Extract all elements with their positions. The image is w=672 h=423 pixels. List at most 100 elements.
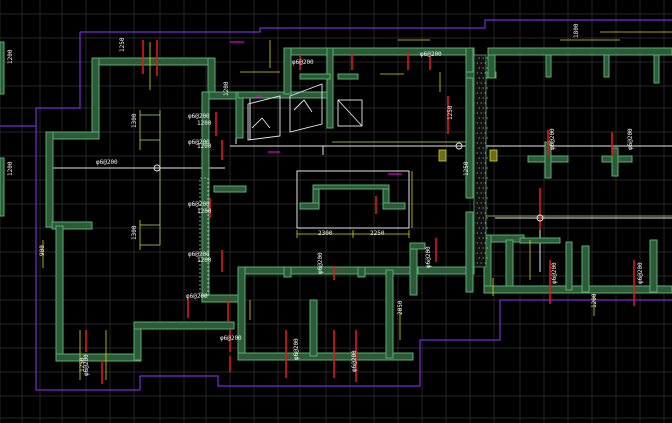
dimension-label: 1300 <box>131 225 138 240</box>
hatch-dot <box>486 257 488 259</box>
hatch-dot <box>476 182 478 184</box>
dimension-label: 1200 <box>223 81 230 96</box>
reference-lines <box>52 92 672 272</box>
hatch-dot <box>486 207 488 209</box>
hatch-dot <box>486 77 488 79</box>
hatch-dot <box>484 162 486 164</box>
hatch-dot <box>482 87 484 89</box>
hatch-dot <box>482 167 484 169</box>
hatch-dot <box>480 82 482 84</box>
hatch-dot <box>478 77 480 79</box>
hatch-dot <box>484 182 486 184</box>
hatch-dot <box>476 192 478 194</box>
hatch-dot <box>476 102 478 104</box>
hatch-dot <box>482 77 484 79</box>
dimension-label: 900 <box>39 245 46 256</box>
rebar-label: φ6@200 <box>188 251 210 258</box>
dimension-label: 2050 <box>397 300 404 315</box>
hatch-dot <box>486 147 488 149</box>
rebar-label: φ6@200 <box>637 262 644 284</box>
hatch-dot <box>486 187 488 189</box>
dimension-graphics <box>42 31 672 380</box>
guide-lines <box>140 110 672 246</box>
rebar-label: φ6@200 <box>425 246 432 268</box>
dimension-label: 2250 <box>370 230 385 237</box>
dimension-label: 1200 <box>197 120 212 127</box>
outer-boundary-line <box>0 19 672 391</box>
hatch-dot <box>480 222 482 224</box>
hatch-dot <box>478 217 480 219</box>
hatch-dot <box>478 157 480 159</box>
hatch-dot <box>486 87 488 89</box>
hatch-dot <box>486 197 488 199</box>
hatch-dot <box>480 212 482 214</box>
hatch-dot <box>480 252 482 254</box>
hatch-dot <box>480 122 482 124</box>
rebar-label: φ6@200 <box>551 262 558 284</box>
hatch-dot <box>482 217 484 219</box>
hatch-dot <box>480 242 482 244</box>
hatch-dot <box>486 157 488 159</box>
hatch-dot <box>476 132 478 134</box>
dimension-label: 1300 <box>131 113 138 128</box>
hatch-dot <box>476 202 478 204</box>
hatch-dot <box>478 117 480 119</box>
hatch-dot <box>476 62 478 64</box>
hatch-dot <box>482 97 484 99</box>
hatch-dot <box>480 232 482 234</box>
hatch-dot <box>476 212 478 214</box>
hatch-dot <box>476 172 478 174</box>
hatch-dot <box>480 142 482 144</box>
rebar-label: φ6@200 <box>188 113 210 120</box>
hatch-dot <box>478 67 480 69</box>
hatch-dot <box>476 262 478 264</box>
hatch-dot <box>486 67 488 69</box>
hatch-dot <box>484 242 486 244</box>
hatch-dot <box>484 72 486 74</box>
hatch-dot <box>478 147 480 149</box>
hatch-dot <box>478 247 480 249</box>
hatch-dot <box>486 227 488 229</box>
hatch-dot <box>478 87 480 89</box>
dimension-label: 1200 <box>7 49 14 64</box>
hatch-dot <box>476 252 478 254</box>
hatch-dot <box>478 187 480 189</box>
hatch-dot <box>480 102 482 104</box>
rebar-label: φ6@200 <box>186 293 208 300</box>
hatch-dot <box>484 192 486 194</box>
hatch-dot <box>484 252 486 254</box>
hatch-dot <box>480 262 482 264</box>
hatch-dot <box>486 117 488 119</box>
hatch-dot <box>484 232 486 234</box>
hatch-dot <box>476 232 478 234</box>
hatch-dot <box>476 222 478 224</box>
dimension-label: 1250 <box>79 357 86 372</box>
dimension-label: 1250 <box>119 37 126 52</box>
hatch-dot <box>476 142 478 144</box>
hatch-dot <box>478 97 480 99</box>
hatch-dot <box>478 227 480 229</box>
hatch-dot <box>476 162 478 164</box>
hatch-dot <box>486 57 488 59</box>
hatch-dot <box>476 92 478 94</box>
hatch-dot <box>484 152 486 154</box>
hatch-dot <box>480 62 482 64</box>
hatch-dot <box>482 127 484 129</box>
rebar-marks <box>85 40 635 384</box>
hatch-dot <box>482 237 484 239</box>
magenta-ticks <box>230 41 402 175</box>
hatch-dot <box>484 112 486 114</box>
hatch-dot <box>482 157 484 159</box>
dimension-label: 2300 <box>318 230 333 237</box>
dimension-label: 1800 <box>573 23 580 38</box>
hatch-dot <box>480 72 482 74</box>
hatch-dot <box>486 247 488 249</box>
hatch-dot <box>478 57 480 59</box>
hatch-dot <box>482 177 484 179</box>
hatch-dot <box>478 177 480 179</box>
hatch-dot <box>478 137 480 139</box>
rebar-label: φ6@200 <box>351 350 358 372</box>
rebar-label: φ6@200 <box>188 201 210 208</box>
dimension-label: 1200 <box>197 143 212 150</box>
